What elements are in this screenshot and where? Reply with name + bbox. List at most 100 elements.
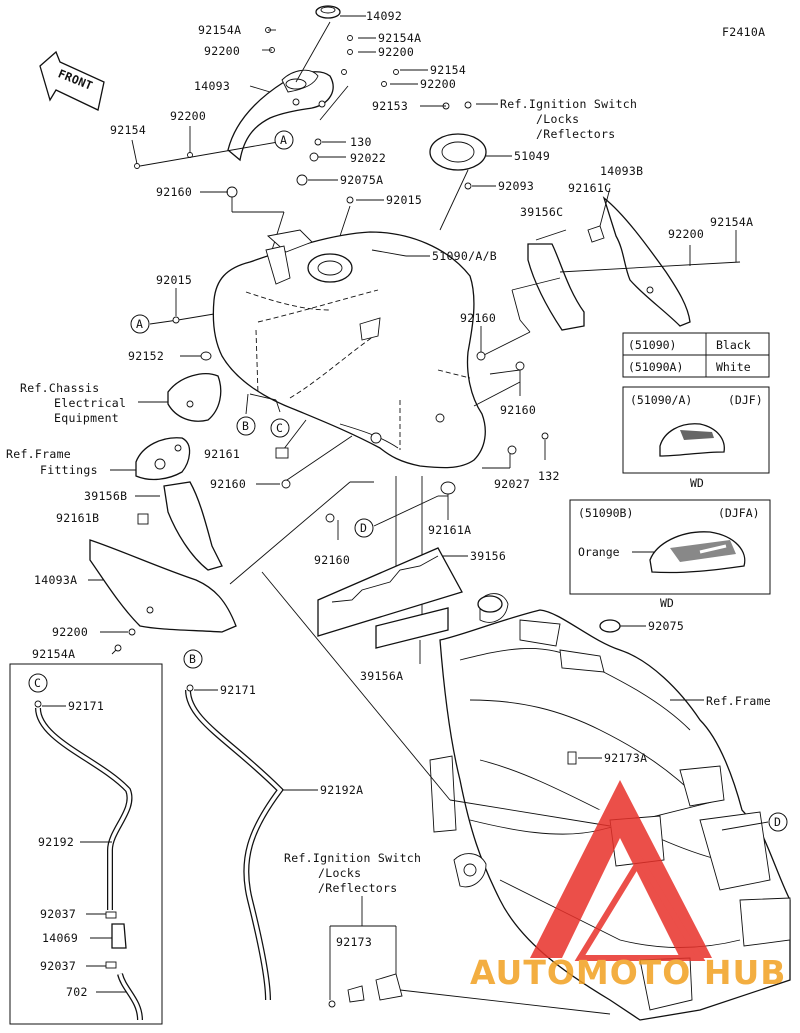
callout-b-bottom: B (183, 649, 203, 669)
label-92093: 92093 (498, 179, 534, 193)
hose-box-cn-us (9, 663, 163, 1025)
label-92161B: 92161B (56, 511, 99, 525)
label-92075: 92075 (648, 619, 684, 633)
label-92171-c: 92171 (68, 699, 104, 713)
label-92037-a: 92037 (40, 907, 76, 921)
label-ref-ign-top-3: /Reflectors (536, 127, 615, 141)
label-51049: 51049 (514, 149, 550, 163)
svg-text:(51090/A): (51090/A) (630, 393, 692, 407)
label-ref-frame: Ref.Frame (706, 694, 771, 708)
label-ref-frame-fit-2: Fittings (40, 463, 98, 477)
label-ref-chassis-2: Electrical (54, 396, 126, 410)
callout-c-mid: C (270, 418, 290, 438)
pad-39156A (375, 607, 449, 649)
label-92027: 92027 (494, 477, 530, 491)
part-labels: 92154A 14092 92200 92154A 92200 14093 92… (6, 9, 771, 999)
cover-14093 (227, 69, 334, 162)
label-92200-bl: 92200 (52, 625, 88, 639)
callout-c-bottom: C (28, 673, 48, 693)
label-92160-b: 92160 (460, 311, 496, 325)
label-92192: 92192 (38, 835, 74, 849)
cover-14093B (587, 196, 691, 327)
hose-92192A (185, 684, 284, 1001)
svg-text:D: D (774, 815, 781, 829)
label-92154A-b: 92154A (378, 31, 421, 45)
label-ref-chassis-1: Ref.Chassis (20, 381, 99, 395)
label-92160-d: 92160 (210, 477, 246, 491)
label-92200-l: 92200 (170, 109, 206, 123)
fuel-tank-51090 (212, 229, 486, 469)
color-table: (51090) Black (51090A) White (622, 332, 770, 378)
label-92192A: 92192A (320, 783, 363, 797)
label-14093B: 14093B (600, 164, 643, 178)
svg-text:WD: WD (690, 476, 704, 490)
label-92037-b: 92037 (40, 959, 76, 973)
label-92200-a: 92200 (204, 44, 240, 58)
label-92200-c: 92200 (420, 77, 456, 91)
frame-leaders (261, 571, 769, 831)
clamps-92173 (328, 896, 611, 1015)
hose-leaders (42, 689, 318, 993)
callout-a-top: A (274, 130, 294, 150)
label-92153: 92153 (372, 99, 408, 113)
bracket-frame-fittings (135, 437, 191, 481)
label-92075A: 92075A (340, 173, 383, 187)
label-39156: 39156 (470, 549, 506, 563)
label-92200-b: 92200 (378, 45, 414, 59)
grommet-92075 (599, 619, 621, 633)
label-92154-l: 92154 (110, 123, 146, 137)
svg-text:B: B (189, 652, 196, 666)
callout-d-mid: D (354, 518, 374, 538)
label-ref-frame-fit-1: Ref.Frame (6, 447, 71, 461)
label-39156B: 39156B (84, 489, 127, 503)
label-39156A: 39156A (360, 669, 403, 683)
svg-text:(DJF): (DJF) (728, 393, 763, 407)
cap-14092 (315, 5, 341, 19)
label-92200-r: 92200 (668, 227, 704, 241)
watermark-logo: AUTOMOTO HUB (470, 780, 785, 992)
figure-code: F2410A (722, 25, 765, 39)
callout-d-frame: D (768, 812, 788, 832)
color-table-code-2: (51090A) (628, 360, 683, 374)
bracket-chassis (167, 351, 222, 422)
inset-djf: (51090/A) (DJF) WD (622, 386, 770, 490)
pad-39156 (317, 547, 463, 637)
pad-39156B (163, 481, 223, 571)
inset-djfa: (51090B) (DJFA) Orange WD (569, 499, 771, 610)
label-92152: 92152 (128, 349, 164, 363)
label-92015-b: 92015 (156, 273, 192, 287)
label-92154A-bl: 92154A (32, 647, 75, 661)
svg-text:WD: WD (660, 596, 674, 610)
label-92171-b: 92171 (220, 683, 256, 697)
label-132: 132 (538, 469, 560, 483)
clip-92173A (567, 751, 577, 765)
pad-39156C (527, 243, 585, 331)
svg-text:A: A (136, 317, 143, 331)
callout-b-mid: B (236, 416, 256, 436)
color-table-code-1: (51090) (628, 338, 676, 352)
label-92160-a: 92160 (156, 185, 192, 199)
label-92160-c: 92160 (500, 403, 536, 417)
label-92161: 92161 (204, 447, 240, 461)
label-92173: 92173 (336, 935, 372, 949)
svg-text:C: C (34, 676, 41, 690)
label-39156C: 39156C (520, 205, 563, 219)
label-51090: 51090/A/B (432, 249, 497, 263)
label-92173A: 92173A (604, 751, 647, 765)
label-14093A: 14093A (34, 573, 77, 587)
svg-text:(51090B): (51090B) (578, 506, 633, 520)
label-92161C: 92161C (568, 181, 611, 195)
label-92161A: 92161A (428, 523, 471, 537)
label-92022: 92022 (350, 151, 386, 165)
top-leaders (131, 15, 512, 251)
orange-label: Orange (578, 545, 620, 559)
label-702: 702 (66, 985, 88, 999)
label-92160-e: 92160 (314, 553, 350, 567)
label-ref-ign-bot-3: /Reflectors (318, 881, 397, 895)
label-ref-ign-top-2: /Locks (536, 112, 579, 126)
label-ref-ign-top-1: Ref.Ignition Switch (500, 97, 637, 111)
label-92154A-top: 92154A (198, 23, 241, 37)
svg-text:D: D (360, 521, 367, 535)
label-92154-r: 92154 (430, 63, 466, 77)
